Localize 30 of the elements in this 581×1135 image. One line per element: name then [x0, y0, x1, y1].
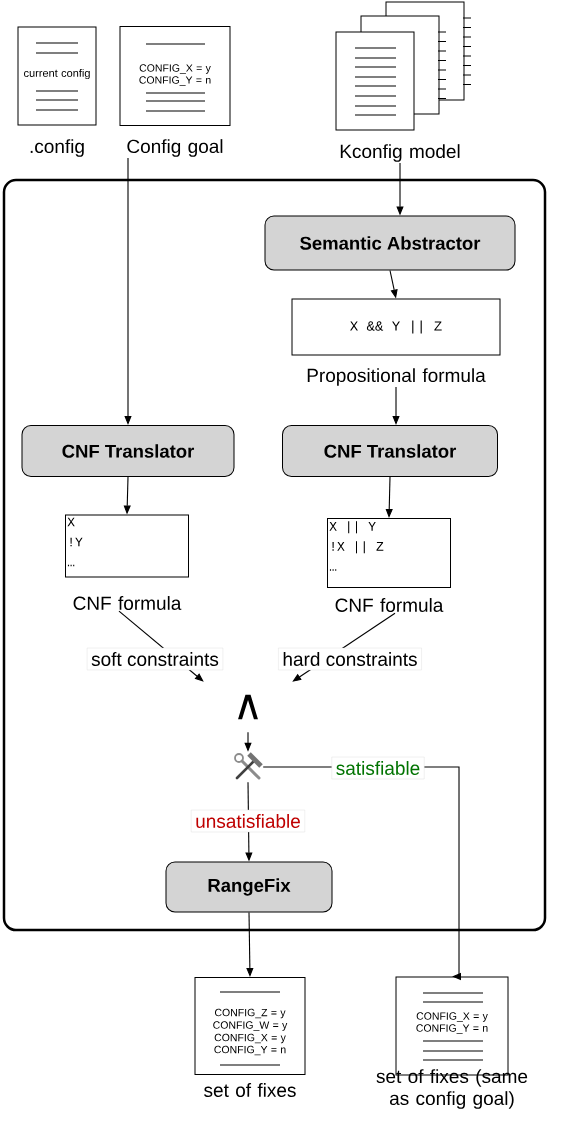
- node-label: set of fixes (same as config goal): [376, 1069, 528, 1109]
- node-label: CONFIG_Z = y: [214, 1008, 286, 1019]
- node-label: set of fixes: [204, 1083, 296, 1097]
- arrow: [385, 476, 393, 518]
- node-label: Kconfig model: [340, 144, 460, 162]
- frame: [2, 178, 547, 932]
- edge-label: satisfiable: [331, 756, 425, 780]
- process-box: CNF Translator: [21, 425, 235, 477]
- process-box: CNF Translator: [282, 425, 498, 477]
- node-label: CNF formula: [335, 598, 444, 612]
- formula-box: X && Y || Z: [291, 298, 501, 356]
- node-label: CNF formula: [73, 596, 182, 610]
- process-box: RangeFix: [165, 861, 333, 913]
- process-box: Semantic Abstractor: [264, 215, 516, 271]
- arrow: [246, 911, 254, 977]
- formula-box: X !Y …: [65, 514, 189, 578]
- edge-label: hard constraints: [278, 647, 422, 671]
- arrow: [124, 157, 132, 425]
- node-label: CONFIG_X = y: [214, 1033, 286, 1044]
- node-label: Propositional formula: [307, 368, 486, 386]
- and-symbol: ∧: [238, 694, 258, 720]
- tools-icon: [234, 752, 263, 780]
- node-label: Config goal: [127, 139, 223, 157]
- edge-label: unsatisfiable: [191, 809, 305, 833]
- edge-label: soft constraints: [86, 647, 224, 671]
- node-label: .config: [30, 139, 84, 157]
- node-label: CONFIG_W = y: [213, 1021, 288, 1031]
- formula-box: X || Y !X || Z …: [327, 518, 451, 588]
- node-label: CONFIG_Y = n: [214, 1045, 286, 1056]
- arrow: [392, 386, 400, 425]
